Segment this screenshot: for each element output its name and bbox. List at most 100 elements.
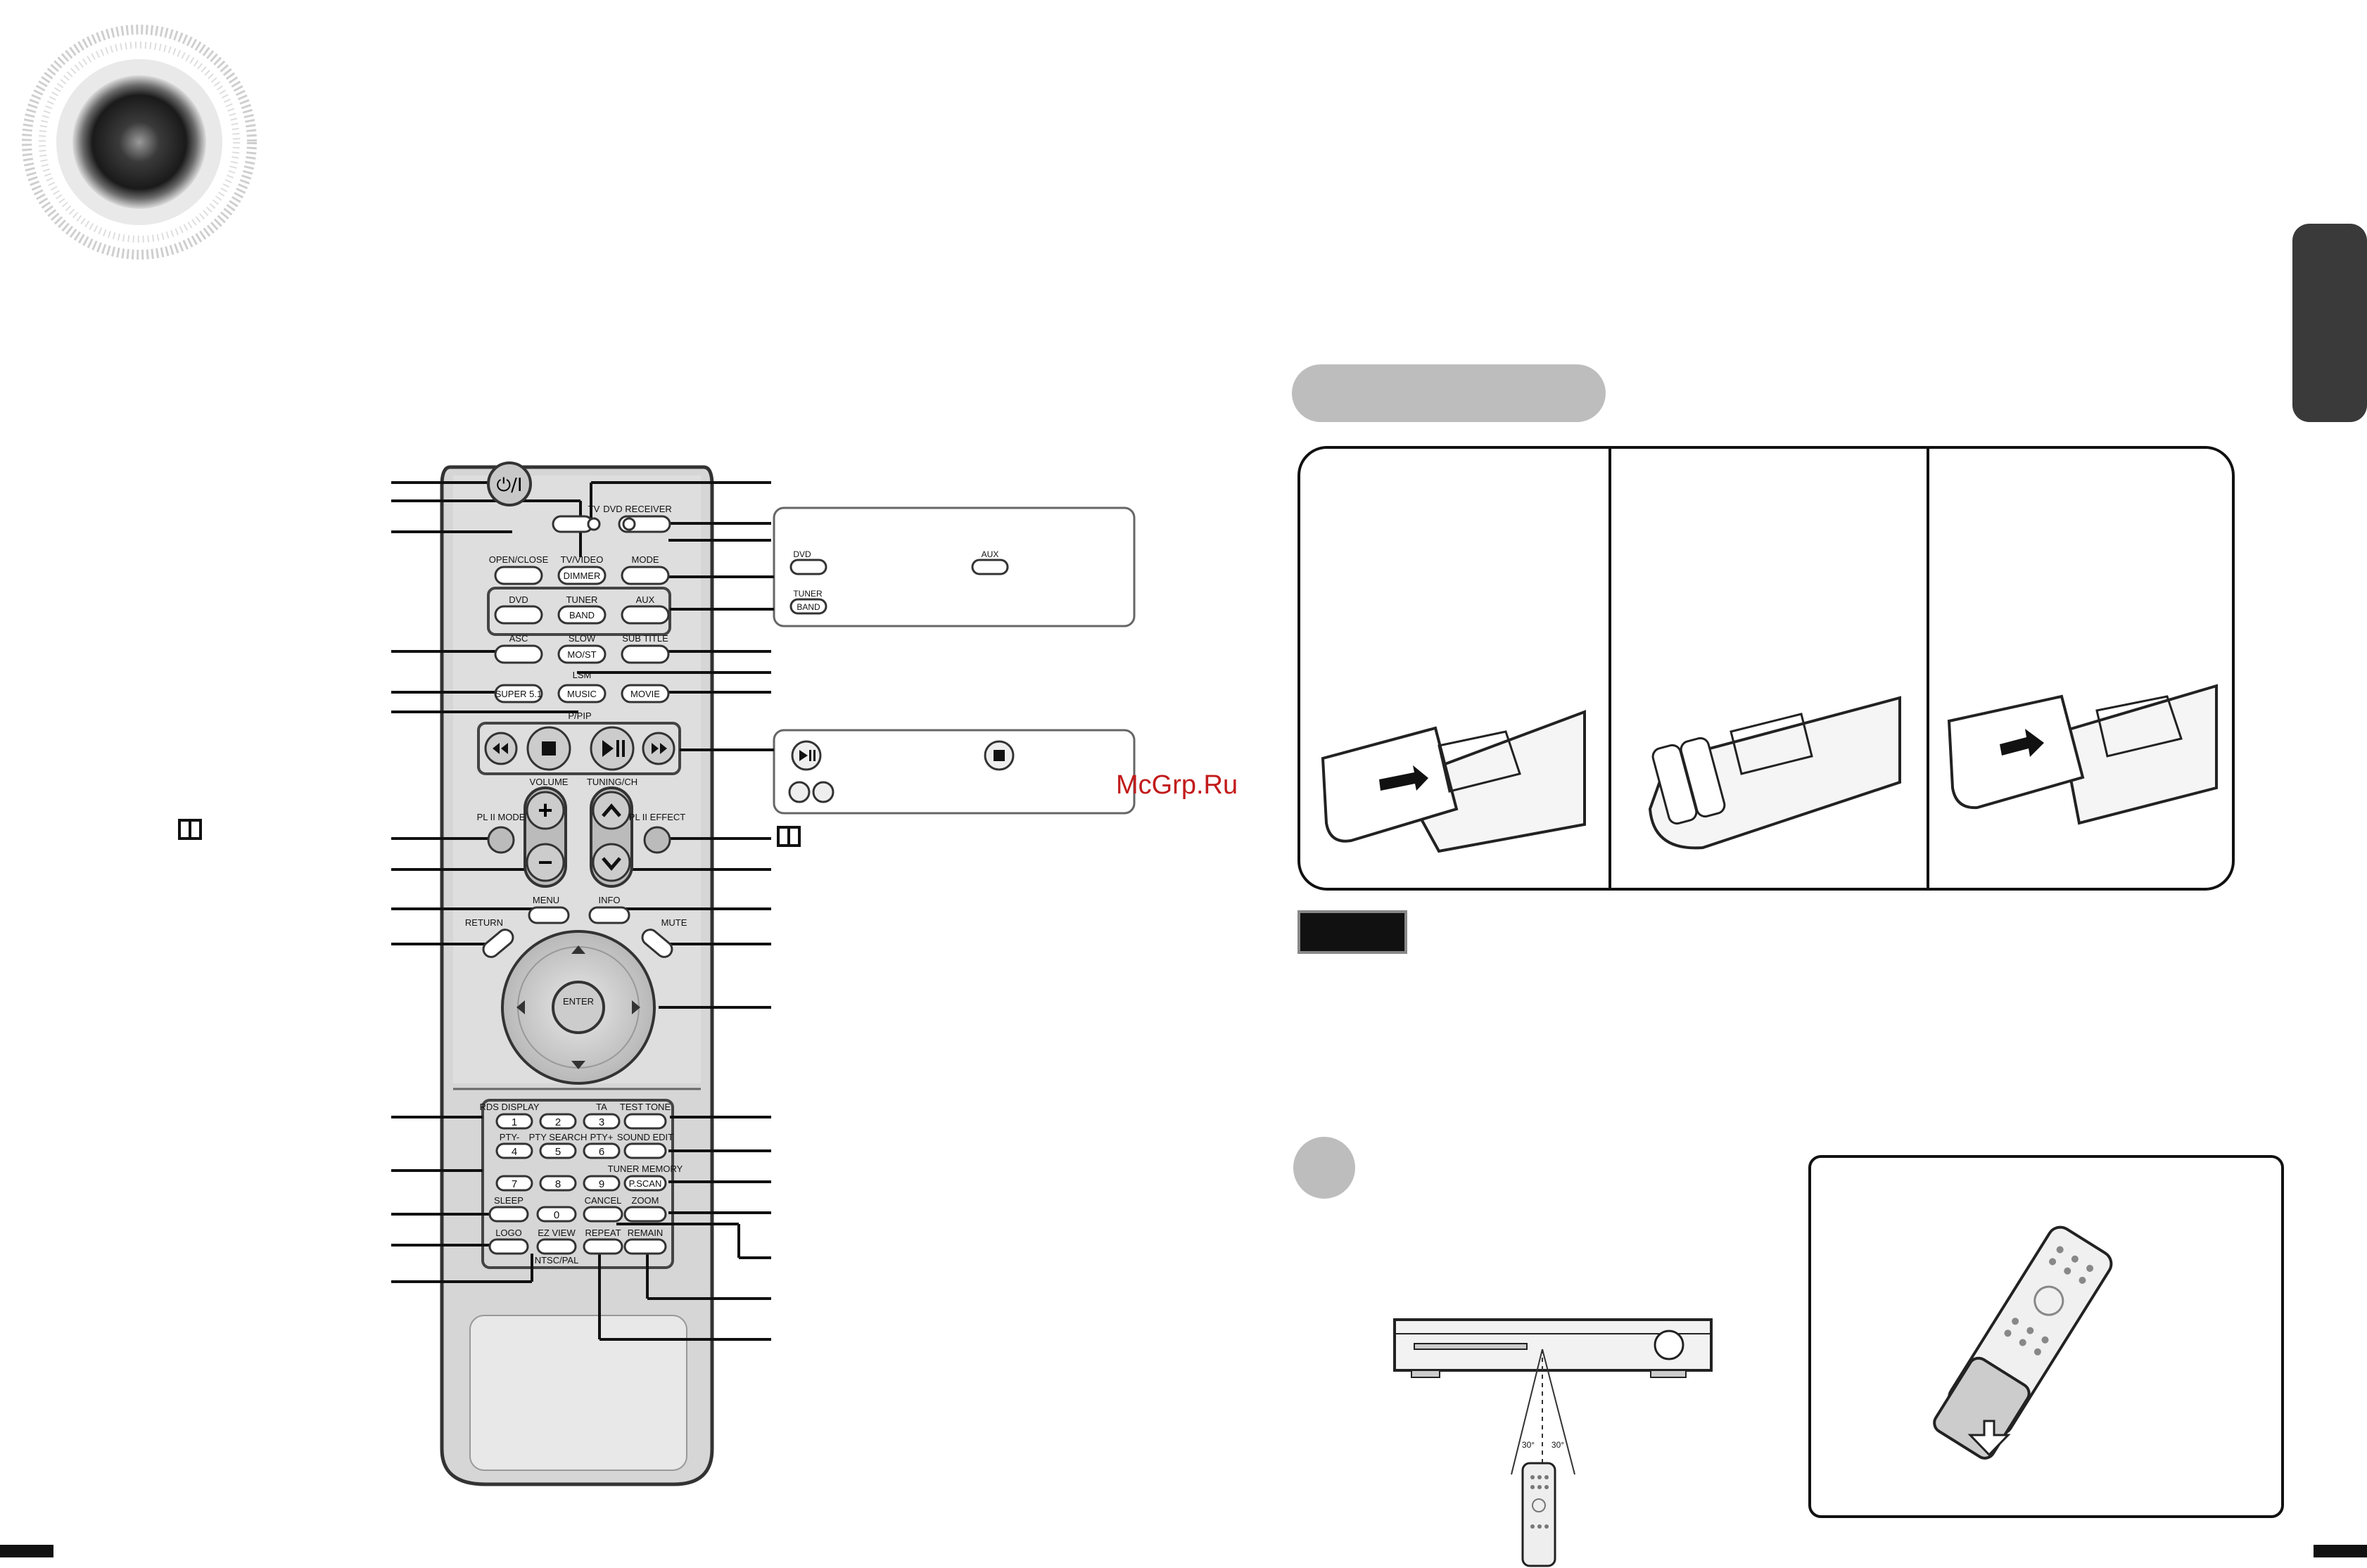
tuner-label: TUNER — [566, 594, 598, 605]
ntsc-pal-label: NTSC/PAL — [535, 1255, 579, 1266]
up-arrow-icon — [571, 945, 585, 954]
super51-button[interactable] — [494, 684, 543, 703]
tuning-down-icon — [602, 857, 621, 871]
remain-label: REMAIN — [628, 1228, 664, 1238]
power-button[interactable] — [487, 461, 532, 506]
test-tone-label: TEST TONE — [620, 1102, 671, 1112]
zoom-button[interactable] — [623, 1206, 667, 1223]
enter-button[interactable] — [552, 981, 605, 1034]
callout-dvd-label: DVD — [793, 549, 811, 559]
callout-skip-back-button — [788, 781, 811, 803]
pl2-effect-button[interactable] — [643, 826, 671, 854]
tuning-ch-rocker[interactable] — [590, 786, 633, 888]
playback-callout-box — [773, 729, 1136, 815]
ez-view-button[interactable] — [536, 1238, 577, 1255]
callout-play-pause-icon — [799, 750, 816, 761]
music-button[interactable] — [557, 684, 607, 703]
num-7-button[interactable] — [495, 1175, 533, 1192]
open-close-button[interactable] — [494, 566, 543, 585]
pl2-effect-label: PL II EFFECT — [629, 812, 685, 822]
callout-aux-button — [971, 559, 1009, 575]
callout-skip-forward-button — [812, 781, 835, 803]
callout-tuner-label: TUNER — [793, 589, 823, 599]
aux-button[interactable] — [621, 605, 670, 625]
movie-button[interactable] — [621, 684, 670, 703]
num-1-button[interactable] — [495, 1113, 533, 1130]
num-9-button[interactable] — [583, 1175, 621, 1192]
menu-label: MENU — [533, 895, 559, 905]
dolby-icon-left — [178, 819, 202, 840]
rds-display-label: RDS DISPLAY — [479, 1102, 539, 1112]
callout-aux-label: AUX — [982, 549, 999, 559]
open-close-label: OPEN/CLOSE — [489, 554, 549, 565]
caution-illustration-box — [1808, 1155, 2284, 1518]
subtitle-label: SUB TITLE — [622, 633, 668, 644]
dvd-receiver-led — [622, 517, 636, 531]
mode-button[interactable] — [621, 566, 670, 585]
callout-lines-left — [391, 481, 582, 1283]
callout-stop-icon — [994, 750, 1005, 761]
slow-label: SLOW — [569, 633, 596, 644]
num-0-label: 0 — [554, 1209, 559, 1221]
logo-label: LOGO — [495, 1228, 522, 1238]
mute-label: MUTE — [661, 917, 687, 928]
num-4-button[interactable] — [495, 1142, 533, 1159]
section-header-pill — [1292, 364, 1606, 422]
cancel-label: CANCEL — [585, 1195, 622, 1206]
super51-label: SUPER 5.1 — [495, 689, 542, 699]
subtitle-button[interactable] — [621, 644, 670, 664]
asc-button[interactable] — [494, 644, 543, 664]
lsm-label: LSM — [573, 670, 592, 680]
section-tab — [2292, 224, 2367, 422]
tuning-up-icon — [602, 803, 621, 817]
mute-button[interactable] — [640, 926, 675, 960]
logo-button[interactable] — [488, 1238, 529, 1255]
mo-st-button[interactable] — [557, 644, 607, 664]
callout-band-button — [789, 598, 827, 615]
power-icon: ⏻/I — [497, 475, 523, 496]
num-2-button[interactable] — [539, 1113, 577, 1130]
movie-label: MOVIE — [630, 689, 660, 699]
callout-lines-right — [577, 481, 774, 1341]
page-number-bar-right — [2314, 1545, 2367, 1557]
volume-rocker[interactable] — [523, 786, 567, 888]
remain-button[interactable] — [623, 1238, 667, 1255]
receiver-range-illustration — [1393, 1318, 1713, 1567]
num-3-label: 3 — [599, 1116, 604, 1128]
return-button[interactable] — [481, 926, 516, 960]
num-5-button[interactable] — [539, 1142, 577, 1159]
play-pause-icon — [602, 740, 625, 757]
callout-dvd-button — [789, 559, 827, 575]
num-1-label: 1 — [512, 1116, 517, 1128]
stop-icon — [542, 741, 556, 756]
num-2-label: 2 — [555, 1116, 561, 1128]
tv-led — [587, 517, 601, 531]
p-scan-button[interactable] — [623, 1175, 667, 1192]
sleep-label: SLEEP — [494, 1195, 523, 1206]
cancel-button[interactable] — [583, 1206, 623, 1223]
menu-button[interactable] — [528, 906, 570, 924]
repeat-button[interactable] — [583, 1238, 623, 1255]
num-3-button[interactable] — [583, 1113, 621, 1130]
num-6-label: 6 — [599, 1146, 604, 1158]
enter-label: ENTER — [563, 996, 594, 1007]
num-6-button[interactable] — [583, 1142, 621, 1159]
num-8-button[interactable] — [539, 1175, 577, 1192]
sleep-button[interactable] — [488, 1206, 529, 1223]
tuner-memory-label: TUNER MEMORY — [608, 1164, 683, 1174]
dvd-button[interactable] — [494, 605, 543, 625]
dimmer-button[interactable] — [557, 566, 607, 585]
test-tone-button[interactable] — [623, 1113, 667, 1130]
band-button[interactable] — [557, 605, 607, 625]
band-label: BAND — [569, 610, 595, 620]
aux-label: AUX — [636, 594, 655, 605]
volume-down-icon: − — [538, 848, 552, 877]
num-0-button[interactable] — [536, 1206, 577, 1223]
pl2-mode-button[interactable] — [487, 826, 515, 854]
angle-left-label: 30° — [1522, 1440, 1535, 1450]
info-button[interactable] — [588, 906, 630, 924]
sound-edit-button[interactable] — [623, 1142, 667, 1159]
pty-search-label: PTY SEARCH — [529, 1132, 588, 1142]
right-arrow-icon — [632, 1000, 640, 1014]
tv-mode-switch[interactable] — [552, 515, 594, 533]
